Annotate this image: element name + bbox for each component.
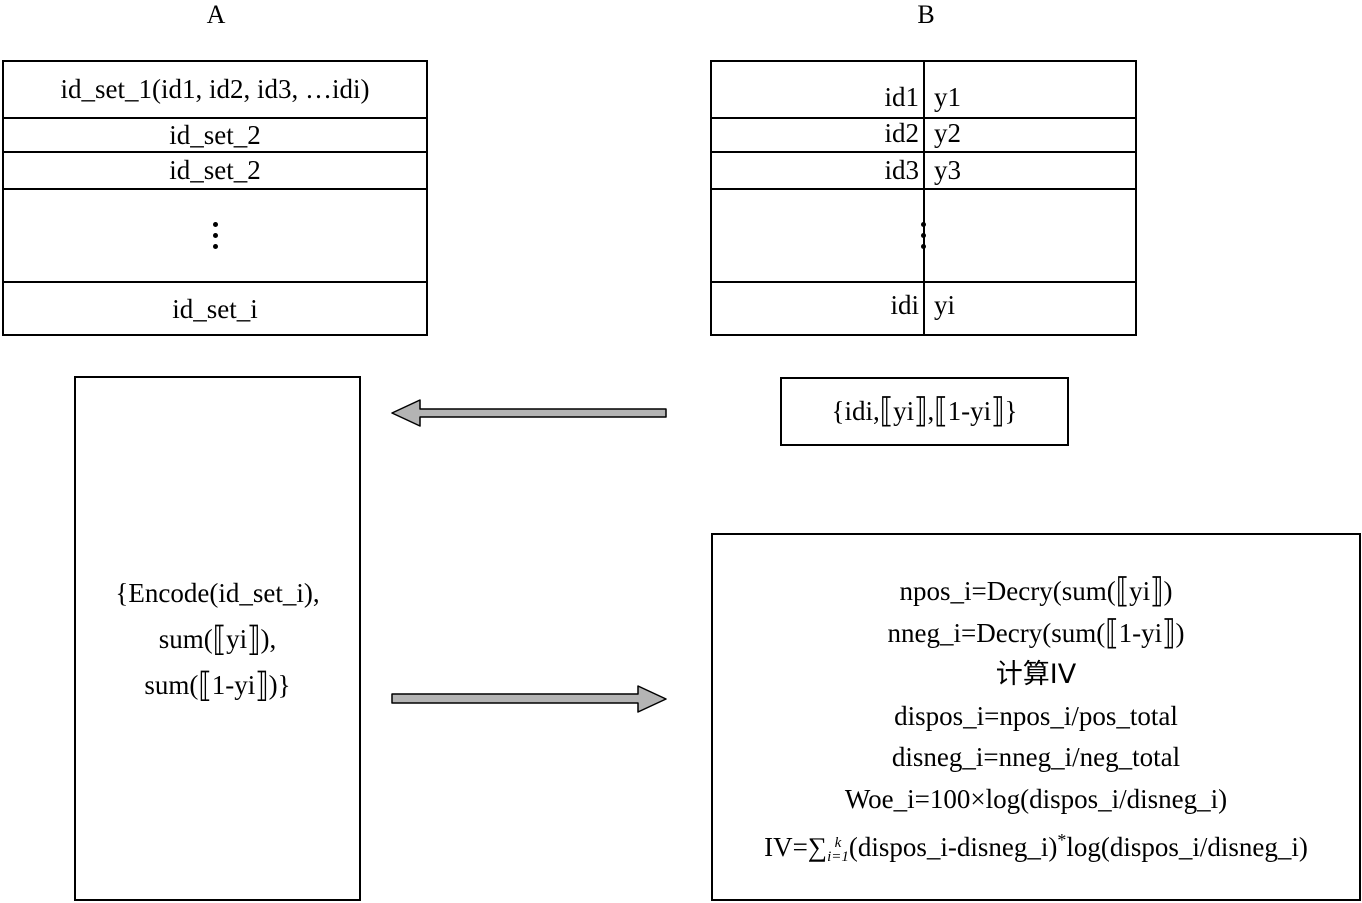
table-b-row-1 bbox=[712, 62, 1135, 119]
arrow-right-icon bbox=[391, 685, 667, 713]
calc-iv-heading: 计算IV bbox=[995, 659, 1077, 691]
arrow-left-icon bbox=[391, 399, 667, 427]
npos-formula: npos_i=Decry(sum(⟦yi⟧) bbox=[899, 572, 1173, 610]
compute-iv-box: npos_i=Decry(sum(⟦yi⟧) nneg_i=Decry(sum(… bbox=[711, 533, 1361, 901]
woe-formula: Woe_i=100×log(dispos_i/disneg_i) bbox=[844, 783, 1228, 814]
table-b-row-3 bbox=[712, 153, 1135, 190]
table-b-id-2: id2 bbox=[884, 118, 919, 148]
label-a: A bbox=[206, 0, 226, 29]
encode-line-3: sum(⟦1-yi⟧)} bbox=[144, 665, 291, 704]
encode-line-2: sum(⟦yi⟧), bbox=[158, 619, 277, 658]
table-a-row-3: id_set_2 bbox=[4, 153, 426, 190]
compute-text: npos_i=Decry(sum(⟦yi⟧) nneg_i=Decry(sum(… bbox=[764, 565, 1308, 869]
table-a-row-1: id_set_1(id1, id2, id3, …idi) bbox=[4, 62, 426, 119]
table-b-y-3: y3 bbox=[934, 155, 961, 185]
table-b-column-divider bbox=[923, 62, 925, 334]
table-b-row-2 bbox=[712, 119, 1135, 153]
encode-text: {Encode(id_set_i), sum(⟦yi⟧), sum(⟦1-yi⟧… bbox=[115, 570, 319, 708]
table-a-row-ellipsis bbox=[4, 190, 426, 283]
dispos-formula: dispos_i=npos_i/pos_total bbox=[894, 700, 1178, 731]
table-b-row-ellipsis bbox=[712, 190, 1135, 283]
table-a-row-2: id_set_2 bbox=[4, 119, 426, 153]
label-b: B bbox=[917, 0, 935, 29]
table-b-id-1: id1 bbox=[884, 82, 919, 112]
table-b-y-last: yi bbox=[934, 290, 956, 320]
table-b-y-1: y1 bbox=[934, 82, 961, 112]
encode-box: {Encode(id_set_i), sum(⟦yi⟧), sum(⟦1-yi⟧… bbox=[74, 376, 361, 901]
disneg-formula: disneg_i=nneg_i/neg_total bbox=[891, 742, 1181, 773]
vertical-ellipsis-icon bbox=[921, 219, 926, 252]
vertical-ellipsis-icon bbox=[212, 219, 218, 252]
table-b: id1 y1 id2 y2 id3 y3 idi yi bbox=[710, 60, 1137, 336]
table-b-id-3: id3 bbox=[884, 155, 919, 185]
encrypted-message: {idi,⟦yi⟧,⟦1-yi⟧} bbox=[831, 392, 1018, 430]
table-b-y-2: y2 bbox=[934, 118, 961, 148]
encode-line-1: {Encode(id_set_i), bbox=[115, 577, 320, 608]
table-b-id-last: idi bbox=[890, 290, 919, 320]
table-a-row-last: id_set_i bbox=[172, 294, 258, 324]
table-a: id_set_1(id1, id2, id3, …idi) id_set_2 i… bbox=[2, 60, 428, 336]
nneg-formula: nneg_i=Decry(sum(⟦1-yi⟧) bbox=[887, 613, 1185, 652]
encrypted-message-box: {idi,⟦yi⟧,⟦1-yi⟧} bbox=[780, 377, 1069, 446]
